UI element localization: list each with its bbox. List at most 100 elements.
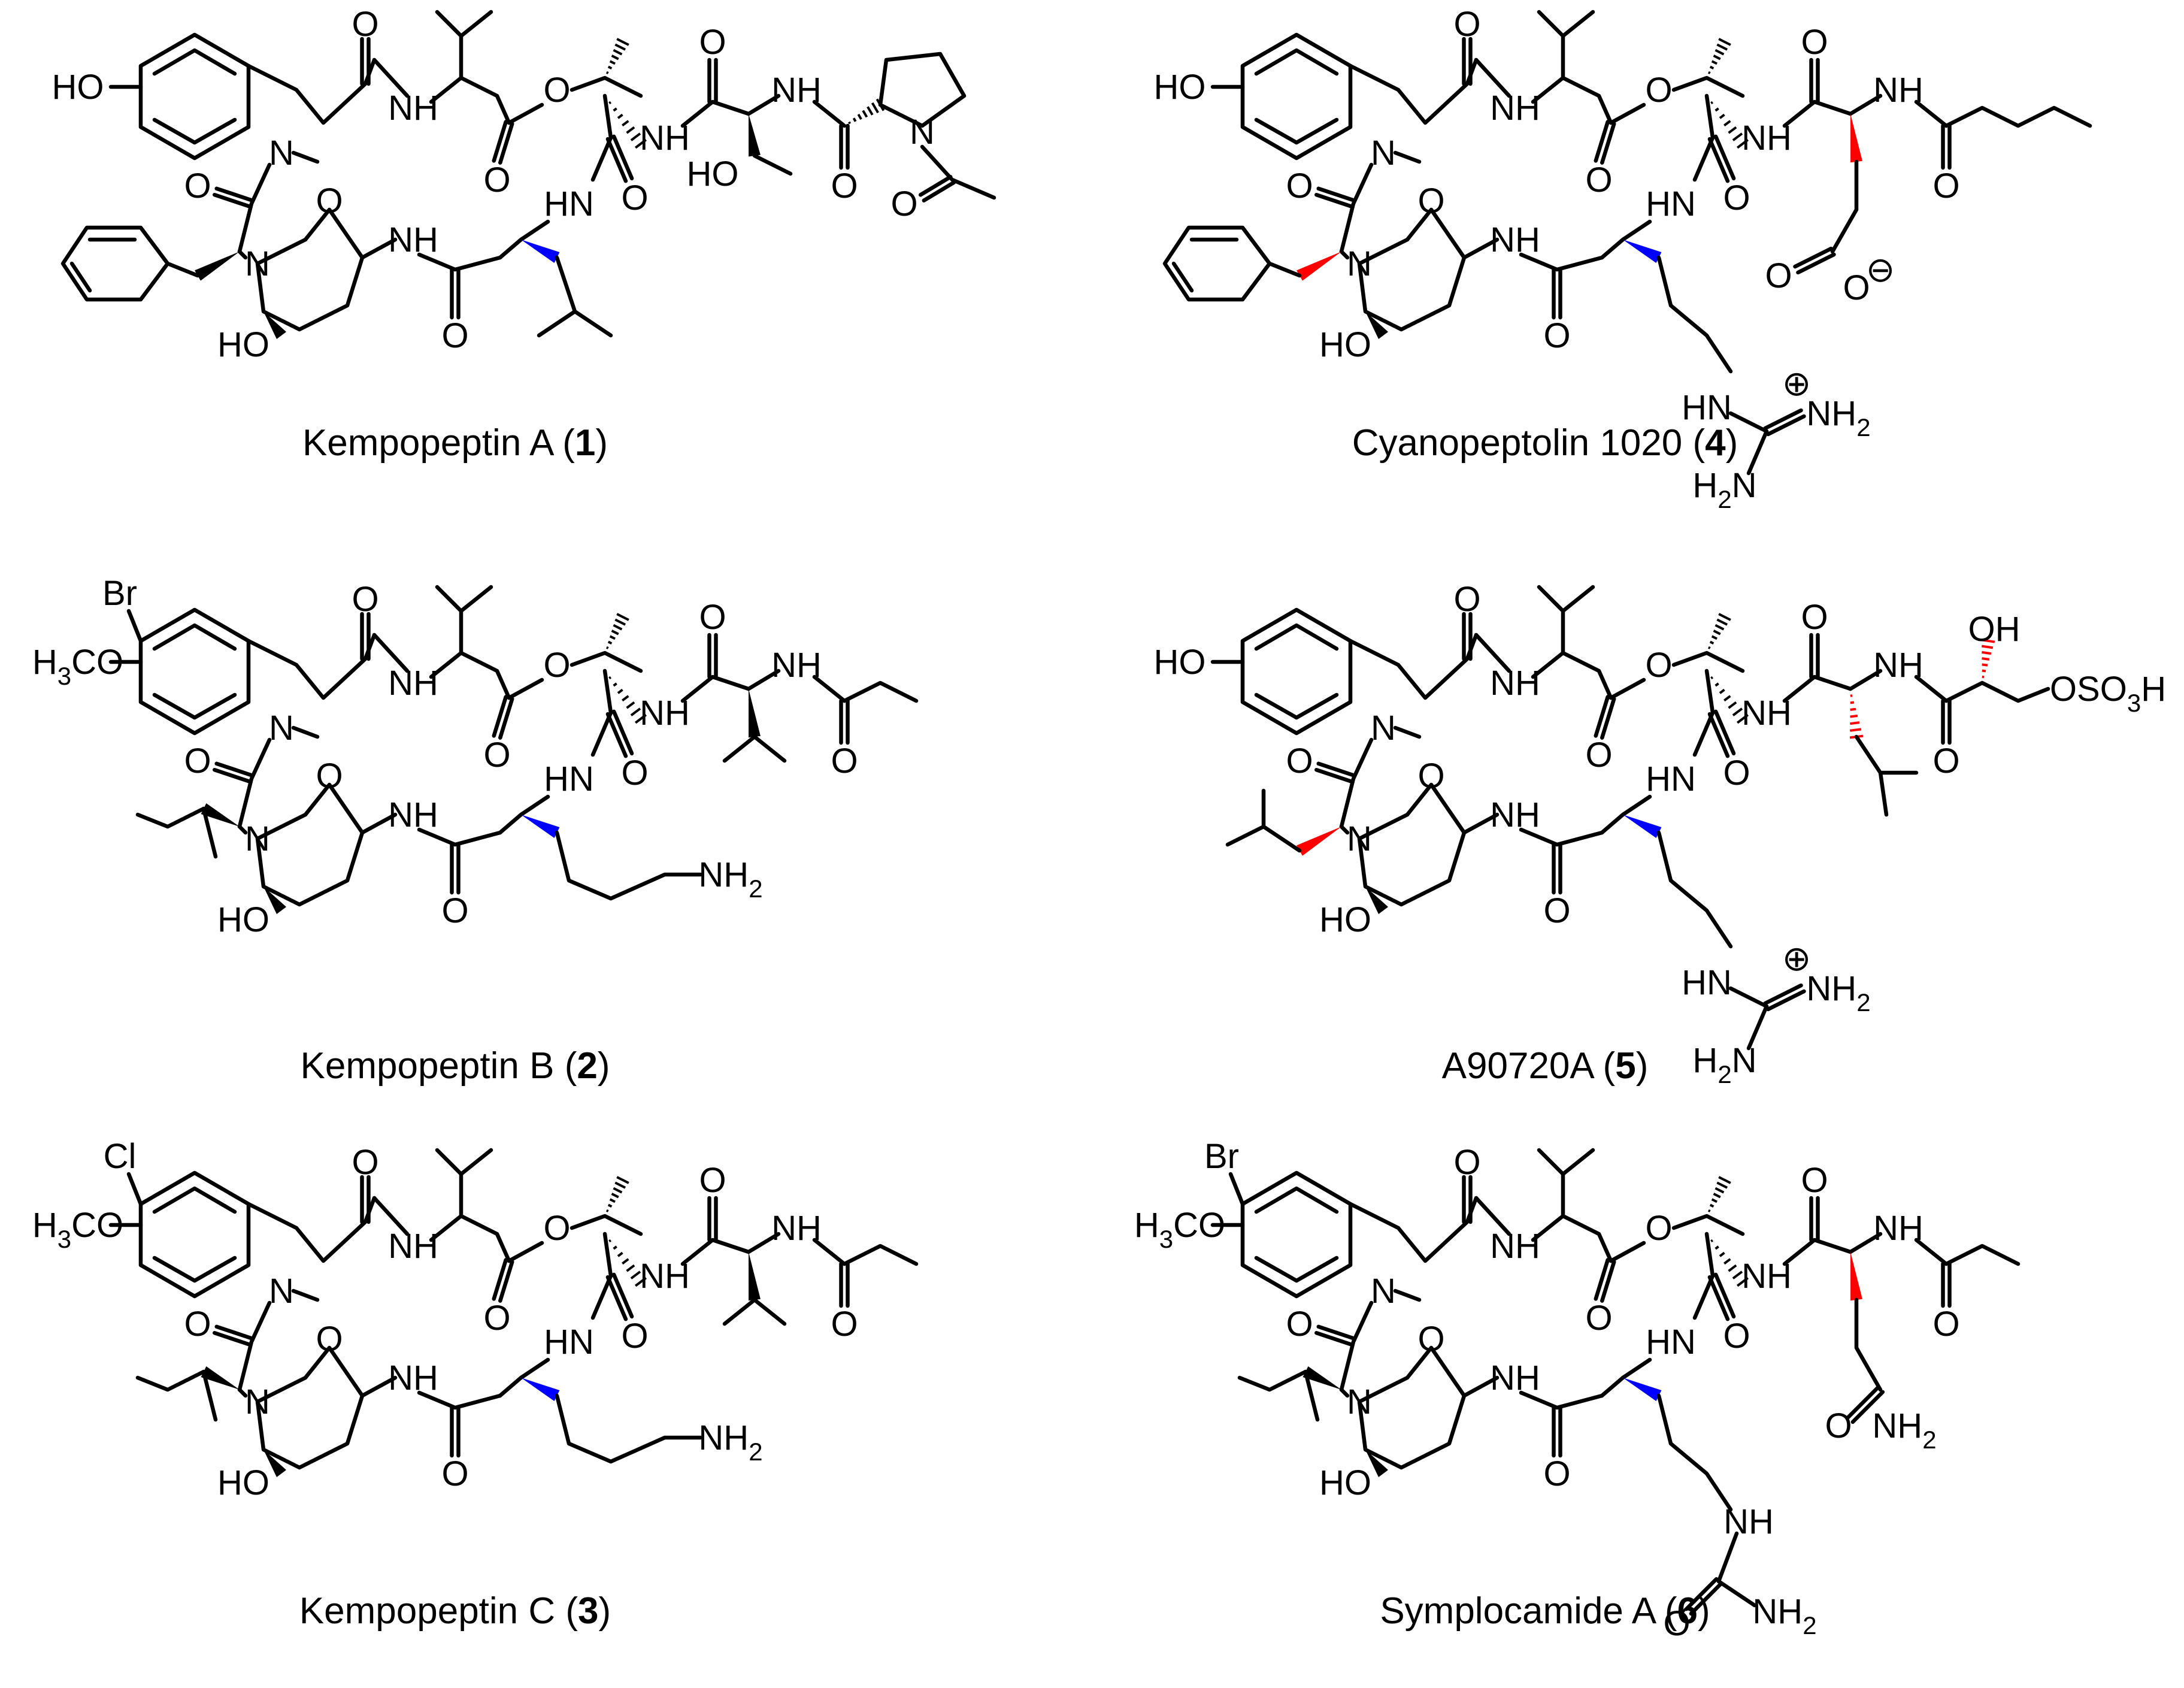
butanoyl bbox=[842, 680, 919, 703]
wedge-bond bbox=[749, 114, 761, 157]
extension-backbone bbox=[812, 99, 847, 128]
carbonyl bbox=[605, 137, 628, 183]
atom-o: O bbox=[1801, 23, 1828, 62]
wedge-bond bbox=[1365, 1450, 1388, 1477]
backbone bbox=[417, 827, 502, 847]
ahp-ring bbox=[1405, 1345, 1467, 1398]
atom-ho: HO bbox=[217, 1463, 269, 1502]
extension-backbone bbox=[1782, 1238, 1853, 1266]
atom-o: O bbox=[1543, 1454, 1570, 1493]
hash-bond bbox=[617, 113, 623, 119]
aromatic-ring bbox=[138, 607, 251, 736]
valine-side bbox=[1537, 10, 1565, 80]
valine-side bbox=[459, 1148, 493, 1176]
hash-bond bbox=[616, 38, 629, 46]
backbone bbox=[590, 93, 613, 182]
ahp-ring bbox=[1357, 237, 1467, 332]
atom-o: O bbox=[1453, 580, 1480, 619]
glutamine-side bbox=[1854, 1297, 1883, 1392]
hash-bond bbox=[1736, 713, 1749, 724]
butanoyl bbox=[1944, 1244, 2021, 1266]
guanidine bbox=[1766, 989, 1806, 1012]
charge-plus: ⊕ bbox=[1782, 939, 1812, 978]
atom-o: O bbox=[1543, 316, 1570, 355]
hash-bond bbox=[1715, 107, 1719, 112]
hash-bond bbox=[1850, 707, 1856, 711]
side-chain bbox=[1656, 830, 1733, 949]
atom-h2n: H2N bbox=[1692, 1041, 1756, 1089]
atom-n: N bbox=[1371, 134, 1396, 173]
charge-plus: ⊕ bbox=[1782, 364, 1812, 403]
guanidine bbox=[1746, 1004, 1769, 1051]
carbonyl bbox=[492, 1258, 508, 1301]
atom-o: O bbox=[1645, 1209, 1672, 1248]
atom-nh2: NH2 bbox=[1872, 1406, 1936, 1454]
atom-ho: HO bbox=[217, 325, 269, 364]
ester-bond bbox=[507, 677, 544, 700]
carbonyl bbox=[611, 1272, 634, 1319]
wedge-bond bbox=[201, 803, 240, 827]
backbone bbox=[372, 1196, 410, 1236]
backbone bbox=[570, 1214, 643, 1236]
carbonyl bbox=[1594, 695, 1610, 738]
guanidine bbox=[1766, 414, 1806, 437]
wedge-bond bbox=[749, 689, 761, 738]
ring-substituent-label: HO bbox=[1154, 643, 1206, 682]
hash-bond bbox=[1716, 618, 1728, 626]
hash-bond bbox=[1710, 676, 1714, 679]
atom-o: O bbox=[890, 184, 917, 223]
hash-bond bbox=[1728, 701, 1737, 709]
valine-side bbox=[435, 10, 464, 80]
hash-bond bbox=[1707, 71, 1711, 74]
atom-nh2: NH2 bbox=[1806, 394, 1870, 442]
hash-bond bbox=[1715, 682, 1719, 687]
backbone bbox=[1462, 237, 1500, 260]
backbone bbox=[1348, 633, 1479, 700]
atom-o: O bbox=[1286, 167, 1313, 205]
ring-substituent-label: H3CO bbox=[32, 1206, 123, 1254]
backbone bbox=[1339, 824, 1350, 835]
backbone bbox=[1671, 75, 1745, 98]
hash-bond bbox=[613, 49, 623, 56]
atom-hn: HN bbox=[544, 760, 594, 798]
hash-bond bbox=[634, 138, 647, 149]
carbonyl bbox=[1713, 134, 1736, 181]
carbonyl bbox=[214, 1324, 255, 1341]
phenyl-ring bbox=[1162, 225, 1272, 302]
hash-bond bbox=[1723, 120, 1731, 127]
atom-o: O bbox=[184, 1305, 211, 1344]
carbonyl bbox=[214, 761, 255, 778]
atom-n: N bbox=[910, 113, 935, 152]
backbone bbox=[429, 651, 511, 700]
n-methyl bbox=[1393, 150, 1422, 164]
atom-o: O bbox=[1417, 1320, 1444, 1359]
phenyl-ring bbox=[69, 261, 92, 293]
atom-n: N bbox=[1347, 1383, 1372, 1421]
extension-backbone bbox=[812, 674, 847, 703]
wedge-bond bbox=[521, 240, 560, 263]
atom-nh2: NH2 bbox=[1752, 1592, 1816, 1640]
aromatic-ring bbox=[152, 692, 237, 720]
valine-side bbox=[1537, 1148, 1565, 1218]
extension-backbone bbox=[1914, 674, 1949, 703]
backbone bbox=[590, 668, 613, 757]
wedge-bond bbox=[263, 1450, 286, 1477]
carbonyl bbox=[214, 186, 255, 203]
hash-bond bbox=[1719, 113, 1725, 119]
backbone bbox=[1474, 58, 1511, 98]
valine-side bbox=[459, 585, 493, 613]
ester-bond bbox=[1609, 677, 1646, 700]
wedge-bond bbox=[1623, 815, 1662, 838]
hash-bond bbox=[607, 640, 613, 645]
carbonyl bbox=[213, 1330, 253, 1347]
ahp-ring bbox=[303, 1345, 365, 1398]
wedge-bond bbox=[1623, 1378, 1662, 1401]
hash-bond bbox=[867, 106, 874, 116]
guanidine bbox=[1763, 408, 1803, 431]
extension-backbone bbox=[1848, 1232, 1883, 1254]
hash-bond bbox=[1709, 65, 1715, 70]
atom-nh: NH bbox=[388, 89, 438, 128]
hash-bond bbox=[607, 1203, 613, 1208]
